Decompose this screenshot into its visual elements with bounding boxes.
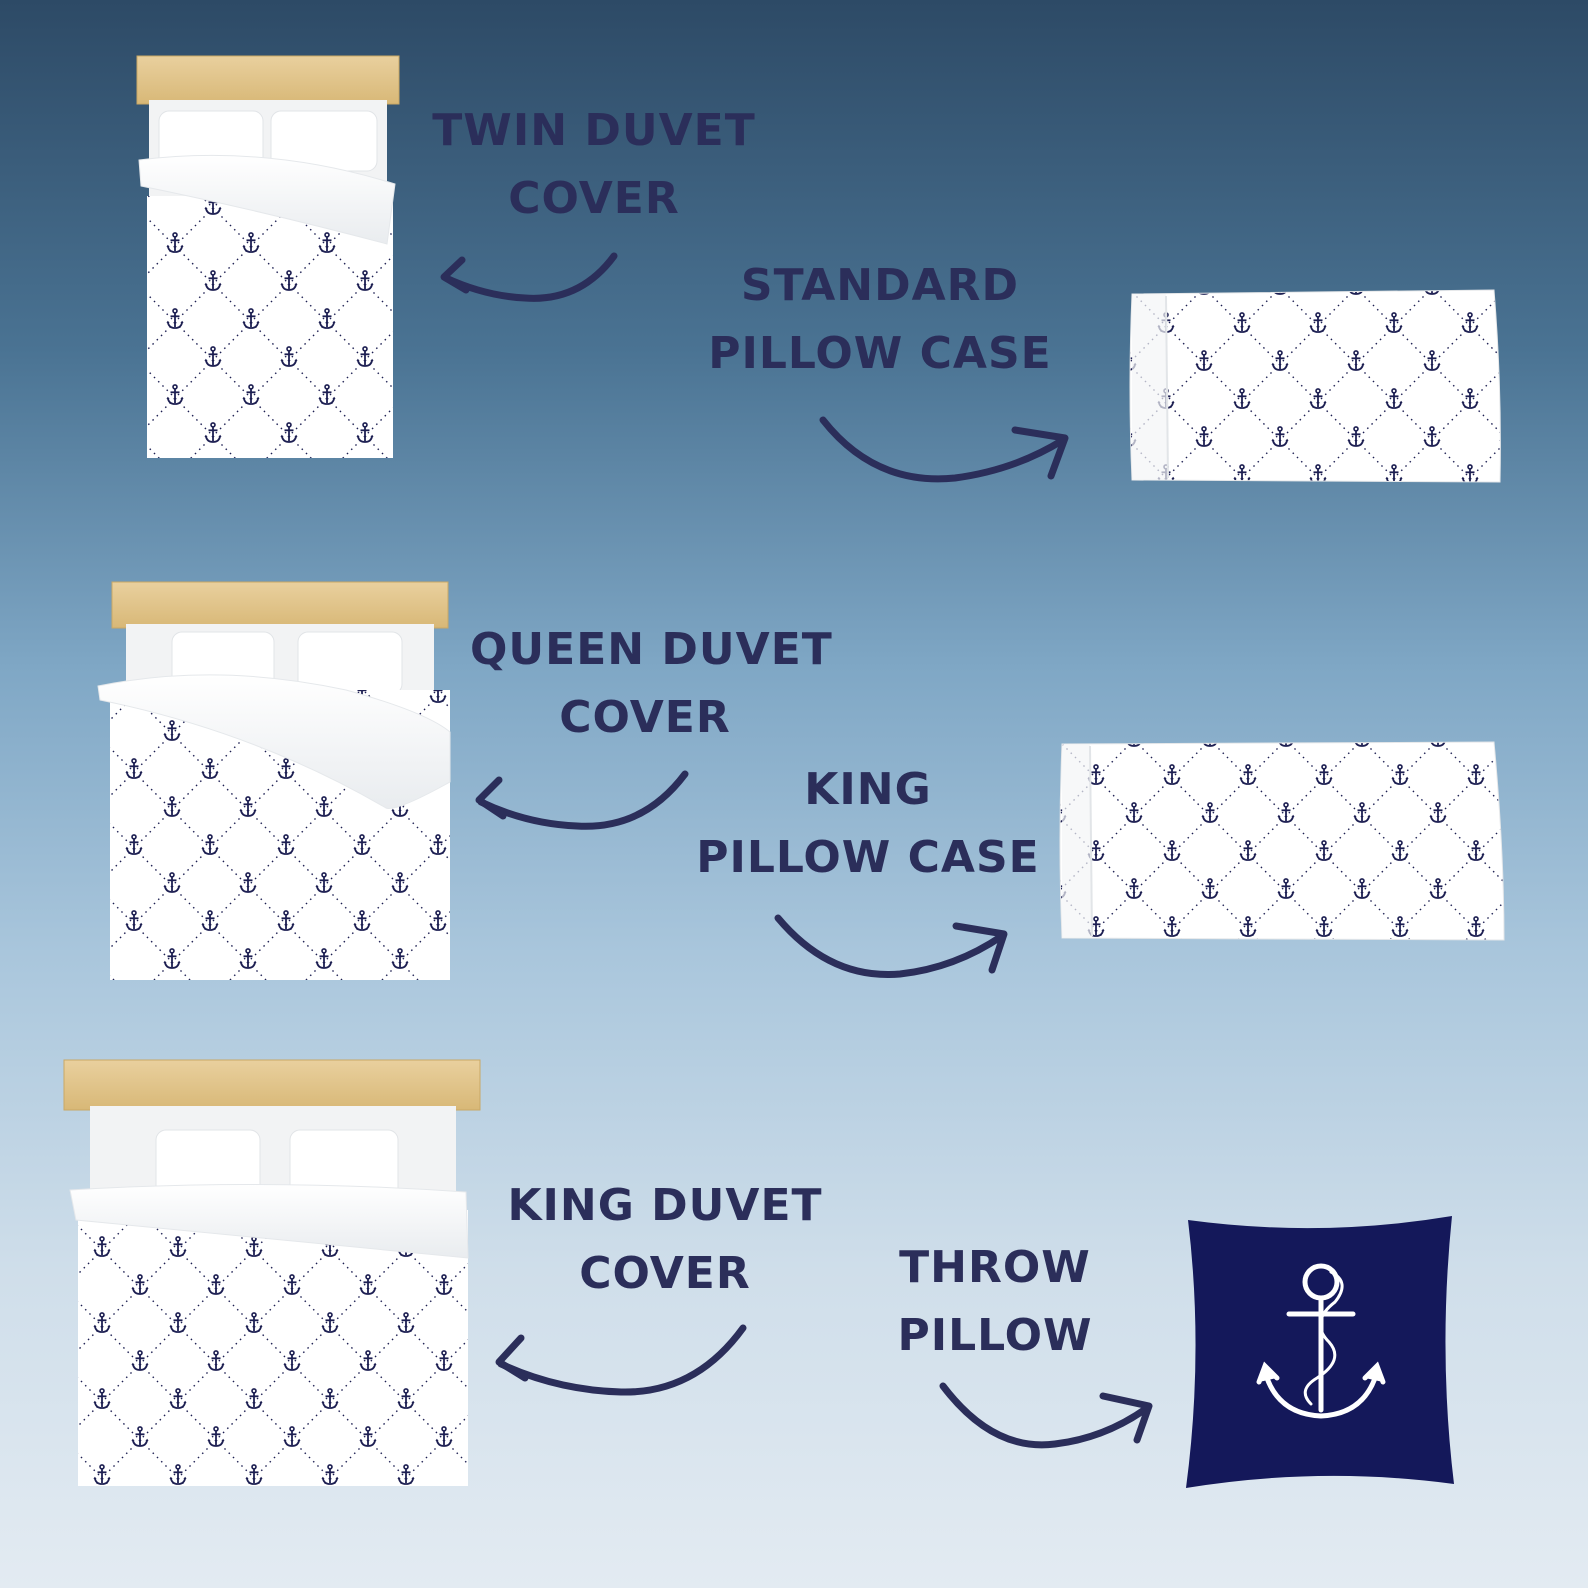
twin-duvet-label-line2: COVER bbox=[508, 173, 680, 224]
twin-duvet-label-line1: TWIN DUVET bbox=[432, 105, 756, 156]
king-duvet-label-line1: KING DUVET bbox=[507, 1180, 823, 1231]
twin-duvet-label: TWIN DUVET COVER bbox=[430, 97, 758, 233]
standard-pillow-case-image bbox=[1128, 288, 1504, 486]
throw-pillow-label-line1: THROW bbox=[899, 1242, 1091, 1293]
queen-duvet-label-line1: QUEEN DUVET bbox=[470, 624, 833, 675]
curved-arrow-icon bbox=[430, 250, 630, 310]
king-pillow-label-line2: PILLOW CASE bbox=[696, 832, 1040, 883]
twin-duvet-bed-image bbox=[136, 55, 400, 462]
queen-duvet-label-line2: COVER bbox=[559, 692, 731, 743]
queen-duvet-label: QUEEN DUVET COVER bbox=[470, 616, 833, 752]
standard-pillow-label-line2: PILLOW CASE bbox=[708, 328, 1052, 379]
throw-pillow-label: THROW PILLOW bbox=[880, 1234, 1110, 1370]
king-duvet-label: KING DUVET COVER bbox=[505, 1172, 825, 1308]
king-duvet-label-line2: COVER bbox=[579, 1248, 751, 1299]
curved-arrow-icon bbox=[465, 768, 695, 838]
throw-pillow-label-line2: PILLOW bbox=[897, 1310, 1093, 1361]
queen-duvet-bed-image bbox=[96, 581, 452, 982]
standard-pillow-label-line1: STANDARD bbox=[740, 260, 1020, 311]
curved-arrow-icon bbox=[485, 1322, 755, 1402]
king-duvet-bed-image bbox=[63, 1059, 482, 1488]
king-pillow-case-image bbox=[1058, 740, 1506, 946]
curved-arrow-icon bbox=[770, 908, 1020, 988]
throw-pillow-image bbox=[1182, 1212, 1460, 1492]
king-pillow-label: KING PILLOW CASE bbox=[690, 756, 1046, 892]
king-pillow-label-line1: KING bbox=[804, 764, 932, 815]
anchor-rope-icon bbox=[1256, 1263, 1386, 1419]
curved-arrow-icon bbox=[815, 410, 1085, 490]
standard-pillow-label: STANDARD PILLOW CASE bbox=[700, 252, 1060, 388]
curved-arrow-icon bbox=[935, 1378, 1170, 1458]
